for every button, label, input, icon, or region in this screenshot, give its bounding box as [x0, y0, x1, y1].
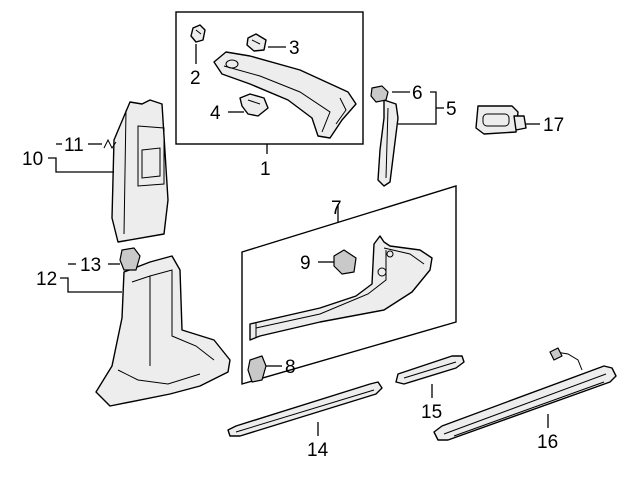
callout-7: 7 [331, 198, 342, 219]
callout-14: 14 [307, 440, 329, 461]
clip-2 [190, 24, 206, 43]
clip-6 [370, 85, 389, 103]
callout-12: 12 [36, 269, 57, 290]
group-1-box [175, 11, 364, 145]
callout-10: 10 [22, 149, 43, 170]
callout-11: 11 [64, 135, 84, 156]
sill-plate-14 [227, 381, 383, 437]
clip-11 [103, 138, 117, 149]
pillar-trim-strip [377, 99, 399, 187]
callout-2: 2 [190, 68, 201, 89]
leader-10 [48, 157, 114, 173]
lower-pillar-trim [95, 255, 231, 407]
clip-8 [247, 355, 267, 383]
sill-plate-16 [433, 347, 617, 441]
kick-panel [249, 235, 433, 341]
callout-1: 1 [260, 159, 271, 180]
clip-3 [246, 33, 267, 52]
clip-4 [239, 93, 269, 117]
clip-13 [119, 247, 141, 271]
callout-17: 17 [543, 115, 564, 136]
leader-12 [60, 277, 122, 293]
callout-16: 16 [537, 432, 558, 453]
callout-5: 5 [446, 99, 457, 120]
part-17 [475, 105, 527, 135]
clip-9 [333, 249, 357, 275]
windshield-pillar-trim [213, 51, 357, 139]
b-pillar-trim [111, 99, 169, 243]
callout-13: 13 [80, 255, 101, 276]
callout-15: 15 [421, 402, 442, 423]
sill-plate-15 [395, 355, 465, 385]
callout-4: 4 [210, 103, 221, 124]
callout-3: 3 [289, 38, 300, 59]
callout-8: 8 [285, 357, 296, 378]
callout-9: 9 [300, 253, 311, 274]
callout-6: 6 [412, 83, 423, 104]
group-7-box [241, 185, 457, 385]
